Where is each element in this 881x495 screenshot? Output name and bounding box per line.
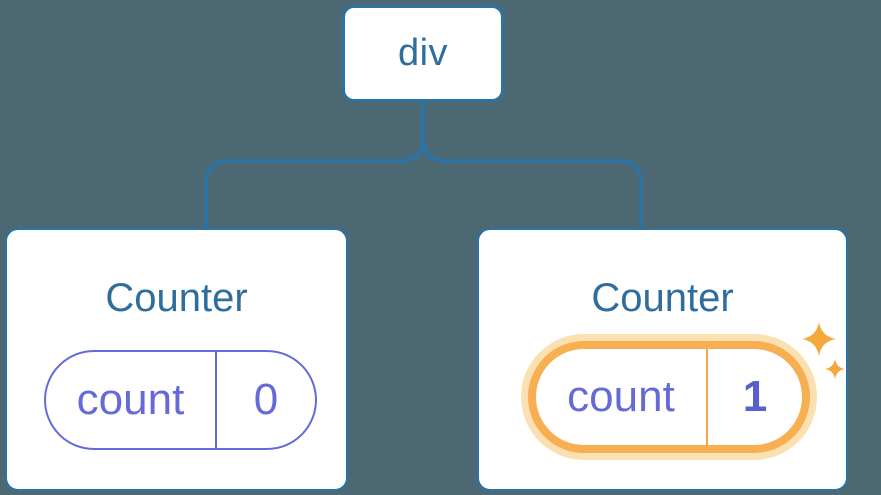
connector-right-branch [421,100,643,230]
state-value-label: 0 [253,375,279,424]
root-node-div: div [342,5,504,102]
state-key-label: count [46,352,217,448]
state-key-label: count [536,349,708,445]
sparkle-large [802,322,836,356]
root-node-label: div [397,32,449,74]
state-pill-highlighted: count 1 [528,341,810,453]
state-pill: count 0 [44,350,317,450]
sparkle-small [825,359,845,379]
connector-left-branch [204,100,425,230]
sparkle-icon [802,322,845,379]
counter-card-left: Counter count 0 [5,228,348,491]
component-title: Counter [105,276,248,320]
counter-card-right: Counter count 1 [477,228,848,491]
state-value-label: 1 [742,372,768,421]
component-title: Counter [591,276,734,320]
